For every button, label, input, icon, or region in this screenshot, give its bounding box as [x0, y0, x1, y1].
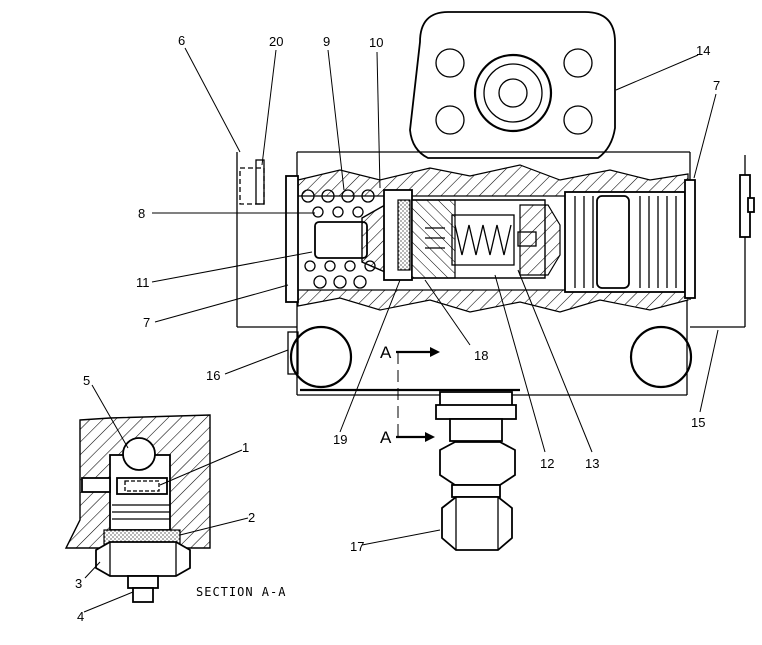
callout-7-right: 7	[713, 78, 720, 93]
callout-6: 6	[178, 33, 185, 48]
section-marker-bottom: A	[380, 428, 392, 447]
center-spool	[411, 199, 561, 279]
callout-13: 13	[585, 456, 599, 471]
callout-18: 18	[474, 348, 488, 363]
section-a-a-detail	[64, 414, 211, 603]
right-spool	[564, 174, 755, 299]
section-marker-top: A	[380, 343, 392, 362]
callout-10: 10	[369, 35, 383, 50]
mounting-flange	[409, 11, 616, 159]
callout-5: 5	[83, 373, 90, 388]
callout-labels: 6 20 9 10 14 7 8 11 7 16 18 15 19 12 13 …	[75, 33, 720, 624]
callout-4: 4	[77, 609, 84, 624]
callout-12: 12	[540, 456, 554, 471]
callout-19: 19	[333, 432, 347, 447]
callout-17: 17	[350, 539, 364, 554]
callout-3: 3	[75, 576, 82, 591]
leader-lines	[83, 47, 719, 613]
callout-11: 11	[136, 275, 150, 290]
left-end-cap	[239, 159, 299, 303]
callout-2: 2	[248, 510, 255, 525]
spring-assembly	[301, 189, 413, 289]
section-title: SECTION A-A	[196, 585, 286, 599]
bottom-fitting	[435, 391, 517, 551]
callout-1: 1	[242, 440, 249, 455]
section-line	[396, 347, 440, 442]
callout-16: 16	[206, 368, 220, 383]
callout-14: 14	[696, 43, 710, 58]
callout-7-left: 7	[143, 315, 150, 330]
callout-20: 20	[269, 34, 283, 49]
callout-8: 8	[138, 206, 145, 221]
callout-9: 9	[323, 34, 330, 49]
callout-15: 15	[691, 415, 705, 430]
